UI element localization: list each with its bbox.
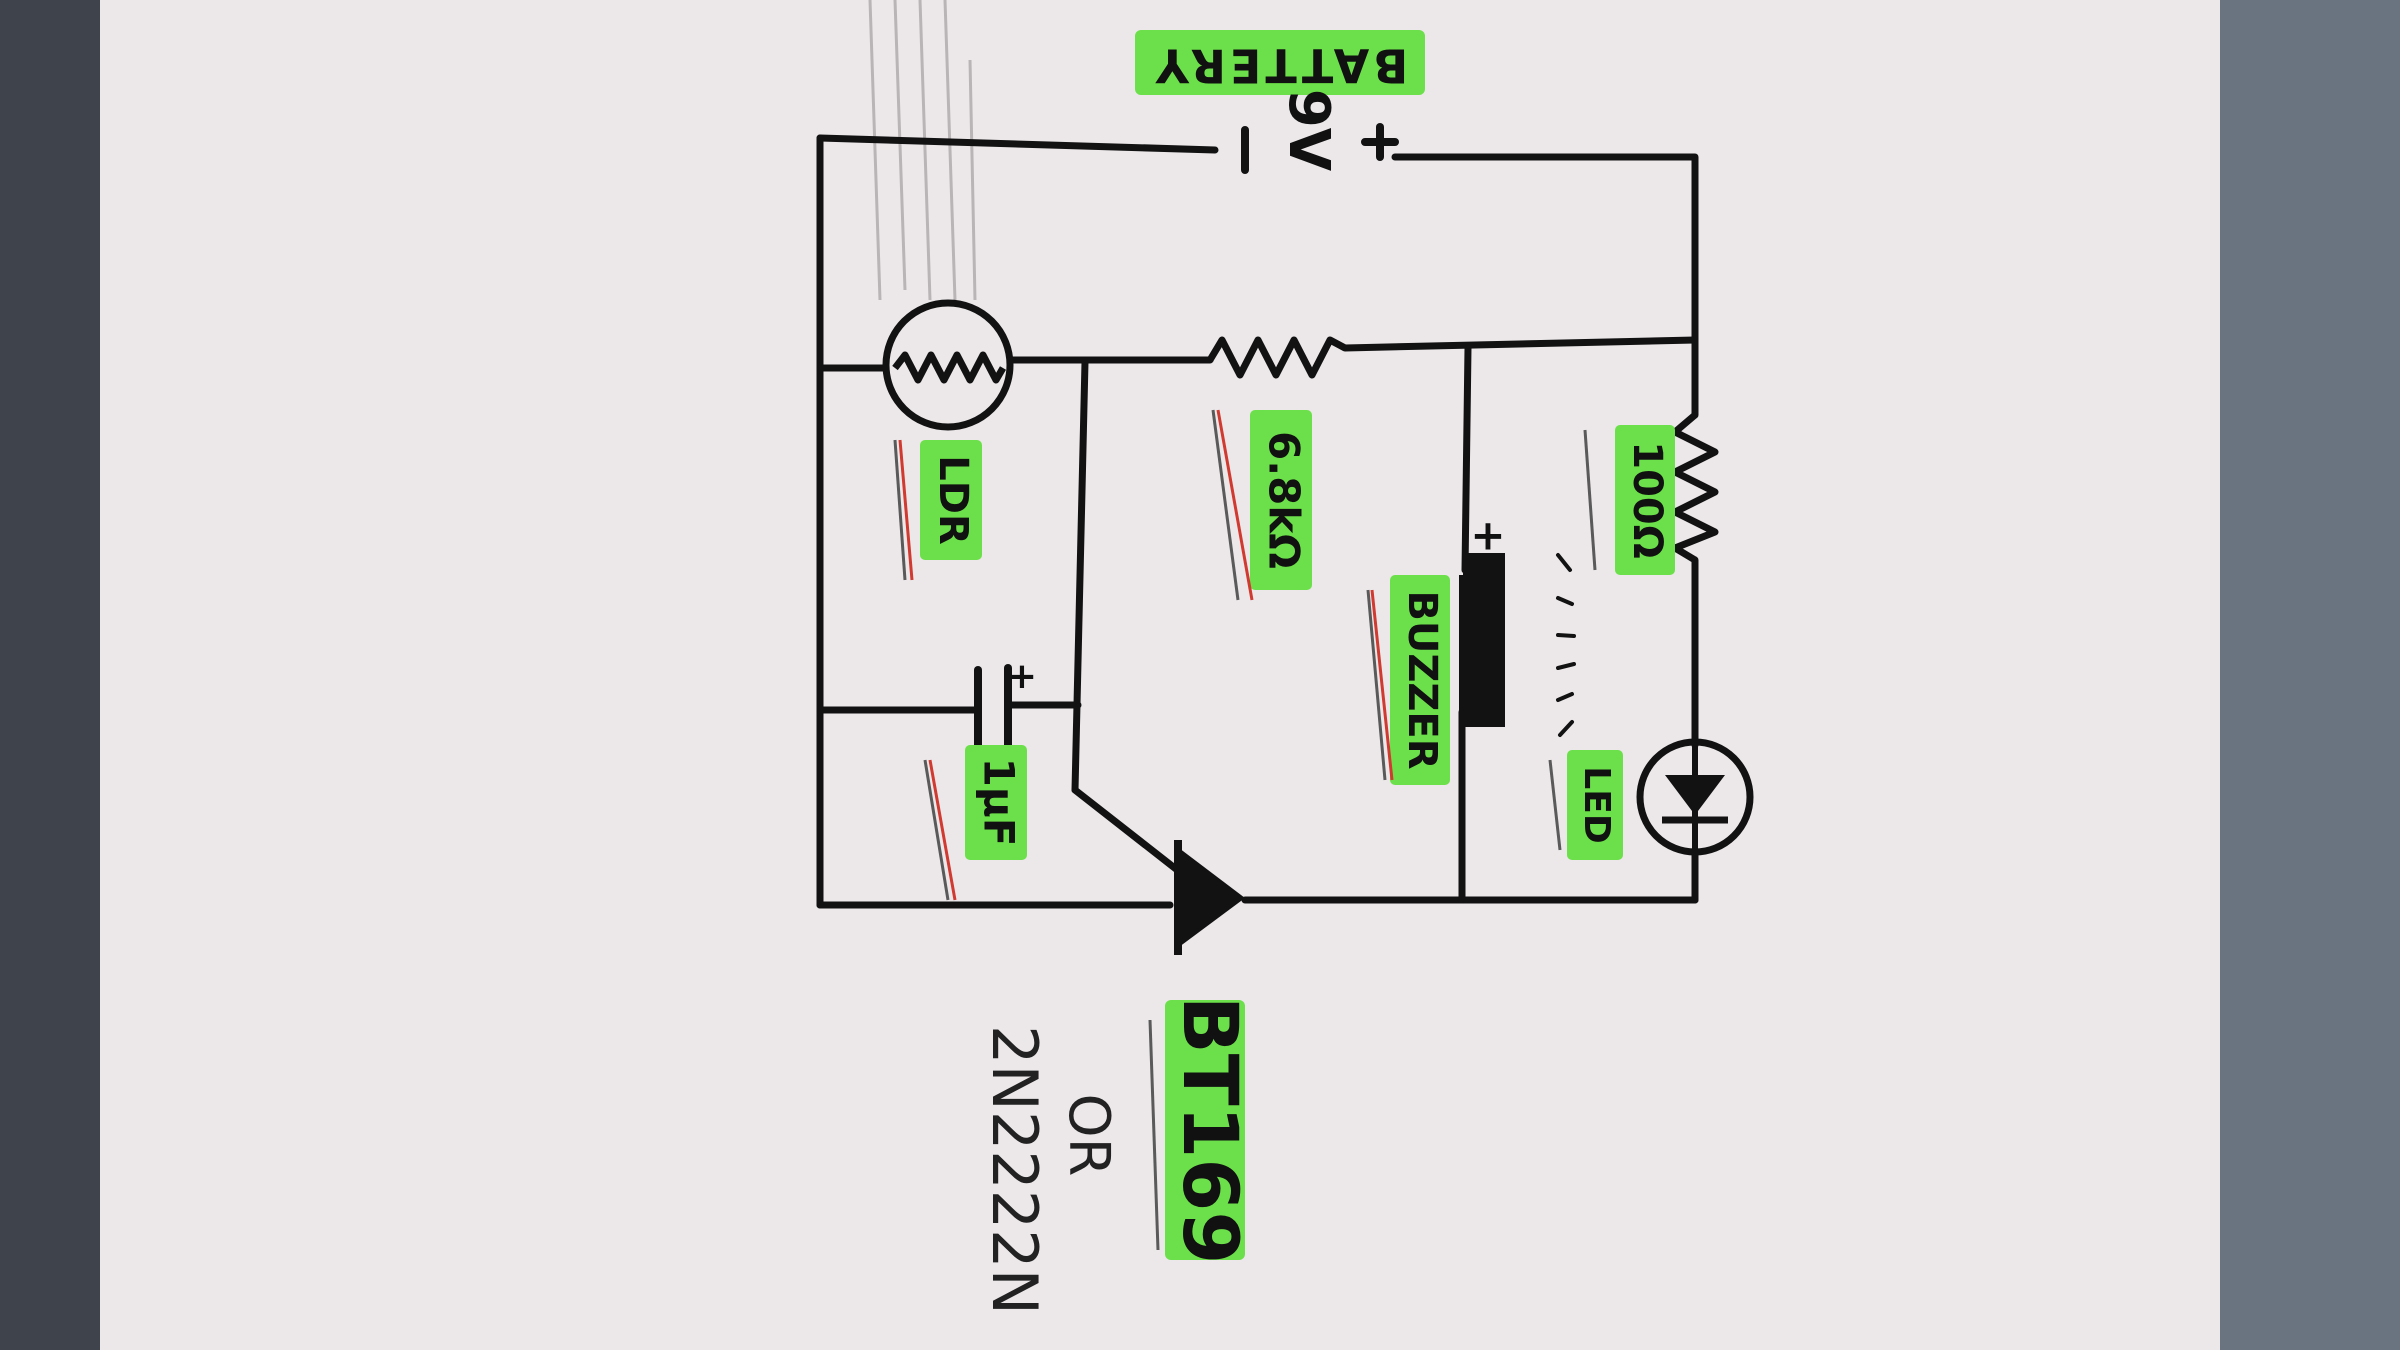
red-marks	[898, 409, 1394, 901]
resistor-6k8	[1206, 336, 1347, 379]
buzzer-plus-label: +	[1470, 511, 1505, 560]
cap-label: 1µF	[975, 758, 1024, 847]
led-label: LED	[1576, 766, 1617, 843]
led-symbol	[1636, 738, 1754, 856]
cap-plus-label: +	[1007, 656, 1037, 697]
background-right	[2200, 0, 2400, 1350]
light-rays	[868, 0, 977, 301]
alt-transistor-label: 2N2222N	[978, 1025, 1051, 1315]
battery-symbol	[1241, 123, 1399, 174]
pencil-marks	[893, 409, 1597, 1251]
buzzer-symbol	[1459, 553, 1576, 737]
scr-label: BT169	[1166, 996, 1255, 1264]
paper-sheet	[100, 0, 2220, 1350]
highlights	[920, 30, 1675, 1260]
resistor-100	[1671, 412, 1719, 564]
or-label: OR	[1056, 1094, 1121, 1177]
ldr-label: LDR	[930, 455, 976, 545]
buzzer-label: BUZZER	[1399, 590, 1445, 769]
battery-label: BATTERY	[1152, 39, 1409, 93]
ldr-symbol	[882, 299, 1014, 431]
capacitor-symbol	[974, 664, 1012, 754]
battery-voltage-label: 9V	[1276, 89, 1341, 172]
scr-symbol	[1174, 840, 1245, 955]
wires	[816, 134, 1699, 909]
res-6k8-label: 6.8kΩ	[1260, 431, 1309, 569]
res-100-label: 100Ω	[1624, 441, 1670, 559]
